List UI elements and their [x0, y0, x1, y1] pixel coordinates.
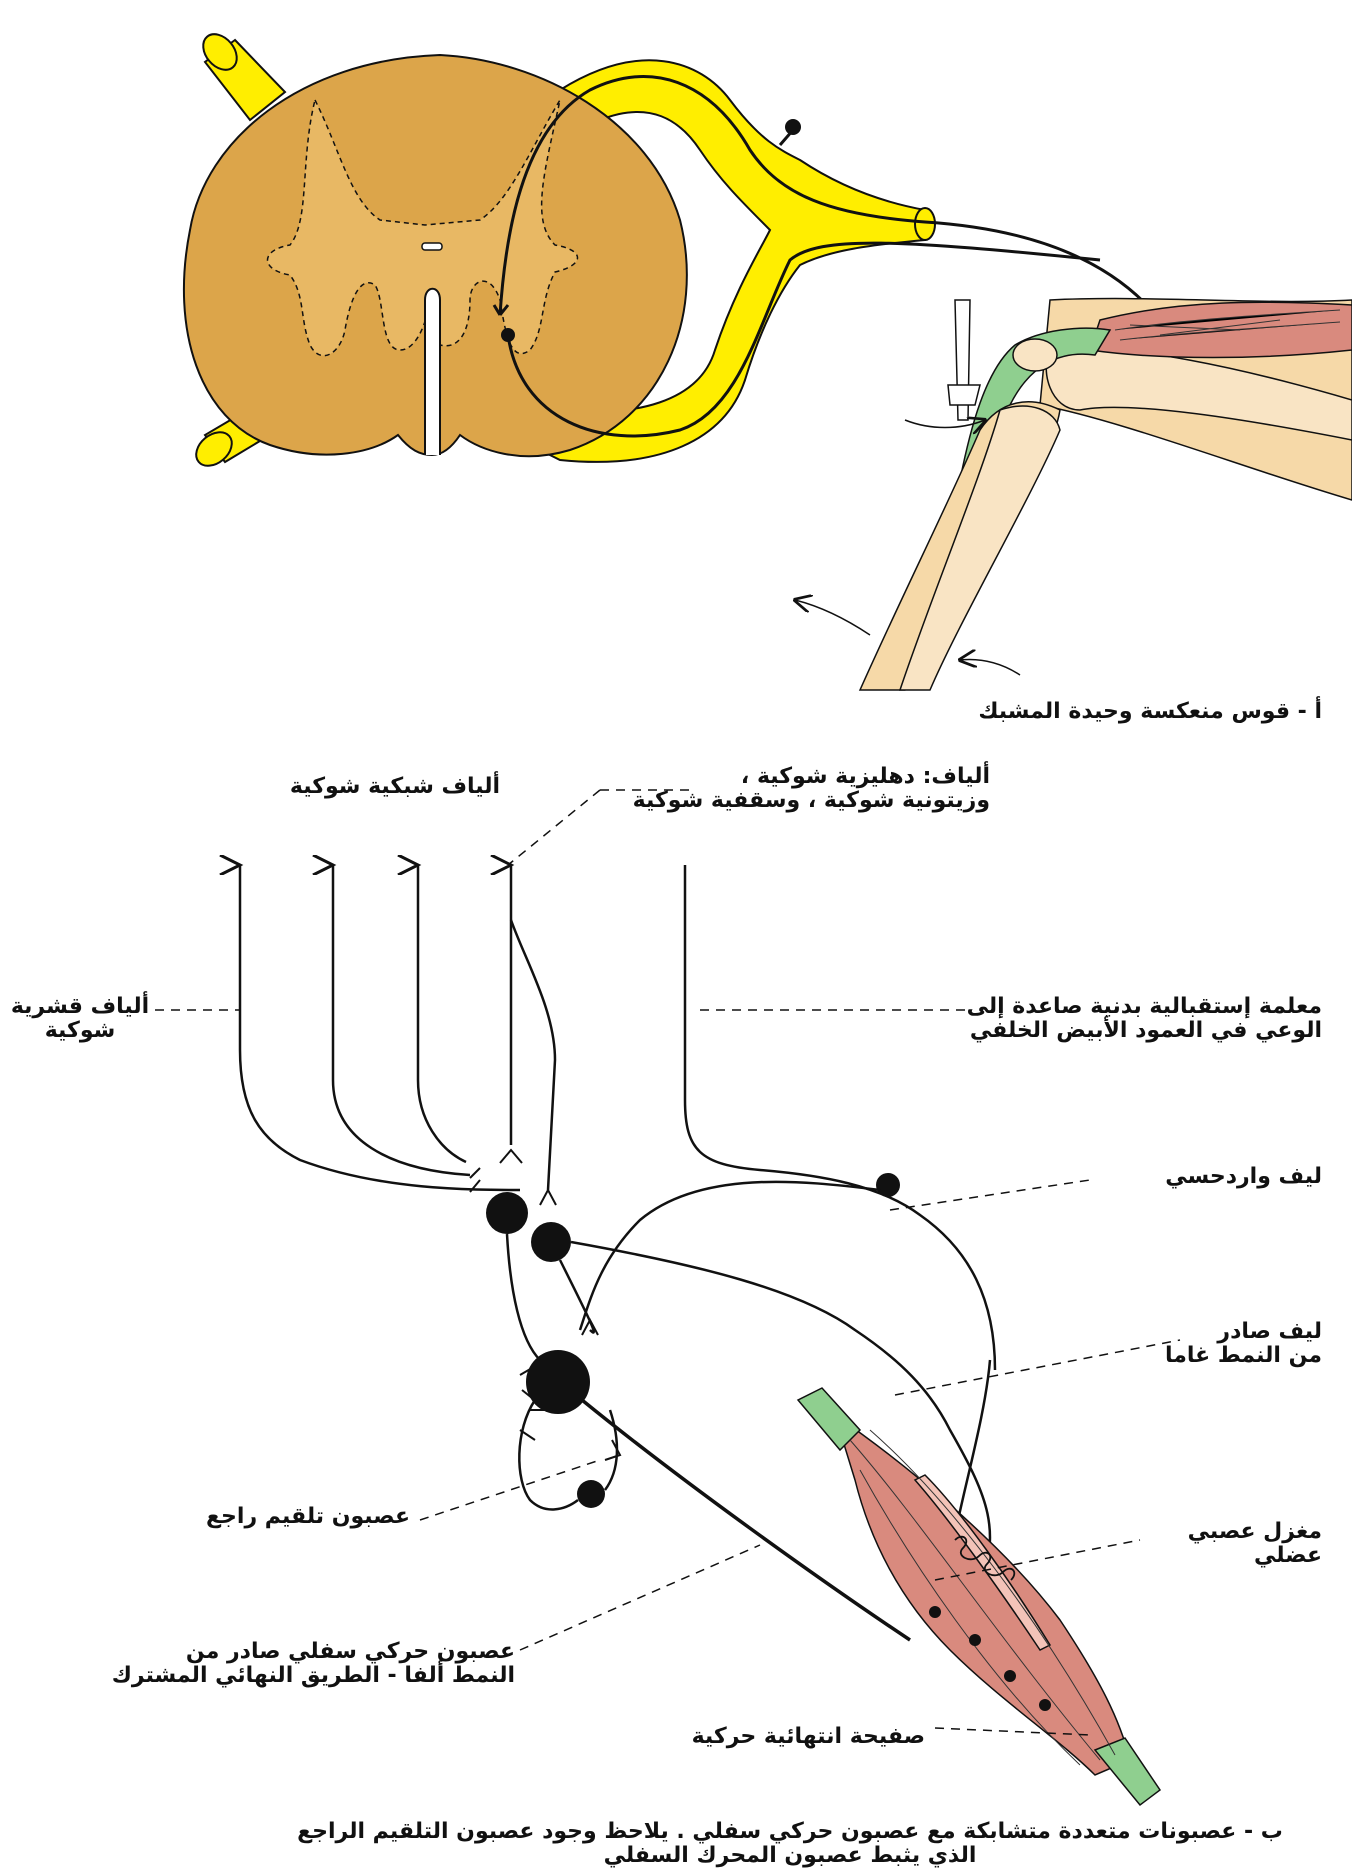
annulospiral-ending — [954, 1535, 1016, 1581]
label-gamma-efferent-line2: من النمط غاما — [1165, 1343, 1322, 1368]
label-motor-endplate: صفيحة انتهائية حركية — [691, 1724, 925, 1749]
label-proprioceptive: معلمة إستقبالية بدنية صاعدة إلى الوعي في… — [942, 995, 1322, 1043]
gamma-efferent — [558, 1259, 595, 1334]
descending-fibers — [240, 865, 997, 1371]
caption-b: ب - عصبونات متعددة متشابكة مع عصبون حركي… — [240, 1820, 1340, 1868]
patella — [1012, 338, 1058, 372]
sensory-ganglion-cell — [785, 119, 801, 135]
label-proprioceptive-line2: الوعي في العمود الأبيض الخلفي — [969, 1018, 1322, 1043]
muscle-spindle — [913, 1474, 1052, 1651]
label-reticulospinal: ألياف شبكية شوكية — [289, 774, 501, 799]
label-gamma-efferent-line1: ليف صادر — [1217, 1319, 1322, 1344]
muscle-belly — [833, 1413, 1131, 1776]
label-vestibulospinal-line1: ألياف: دهليزية شوكية ، — [740, 764, 990, 789]
afferent-ganglion — [876, 1173, 900, 1197]
kick-arrow-2 — [960, 660, 1021, 676]
motor-fiber — [506, 241, 1101, 438]
gray-matter — [267, 97, 578, 357]
renshaw-axon — [603, 1409, 619, 1491]
afferent-loop — [578, 1180, 881, 1331]
reticulospinal-fiber-2 — [418, 865, 467, 1164]
motor-endplates — [929, 1606, 1051, 1711]
muscle — [796, 1387, 1162, 1807]
kick-arrow-1 — [795, 600, 871, 636]
caption-b-line2: الذي يثبط عصبون المحرك السفلي — [603, 1843, 977, 1868]
figure-b — [155, 789, 1181, 1807]
label-muscle-spindle-line2: عضلي — [1254, 1543, 1322, 1568]
tibia — [898, 405, 1061, 691]
interneuron-2-axon — [570, 1240, 992, 1591]
spinal-cord — [183, 53, 688, 458]
label-corticospinal-line1: ألياف قشرية — [10, 994, 150, 1019]
label-corticospinal: ألياف قشرية شوكية — [10, 995, 150, 1043]
alpha-motor-neuron — [526, 1350, 590, 1414]
label-vestibulospinal-line2: وزيتونية شوكية ، وسقفية شوكية — [632, 788, 990, 813]
interneuron-1 — [486, 1192, 528, 1234]
reticulospinal-fiber — [333, 865, 471, 1177]
reflex-hammer — [947, 299, 981, 421]
central-canal — [421, 242, 443, 251]
label-alpha-motor-line2: النمط ألفا - الطريق النهائي المشترك — [111, 1663, 515, 1688]
label-afferent-fiber: ليف واردحسي — [1165, 1164, 1322, 1189]
renshaw-cell — [577, 1480, 605, 1508]
tendon-bottom — [1093, 1737, 1162, 1807]
label-corticospinal-line2: شوكية — [44, 1018, 116, 1043]
proprioceptive-fiber — [683, 865, 997, 1371]
leader-lines — [155, 789, 1181, 1736]
sensory-fiber — [498, 75, 1162, 321]
anterior-median-fissure — [424, 287, 441, 455]
tap-arrow — [904, 420, 985, 428]
label-vestibulospinal: ألياف: دهليزية شوكية ، وزيتونية شوكية ، … — [632, 764, 990, 813]
label-renshaw: عصبون تلقيم راجع — [206, 1504, 410, 1529]
renshaw-loop — [518, 1399, 579, 1511]
alpha-motor-axon — [580, 1398, 911, 1642]
caption-a: أ - قوس منعكسة وحيدة المشبك — [978, 699, 1322, 724]
tectospinal-branch — [509, 919, 557, 1191]
label-proprioceptive-line1: معلمة إستقبالية بدنية صاعدة إلى — [966, 994, 1322, 1019]
label-muscle-spindle: مغزل عصبي عضلي — [1142, 1520, 1322, 1568]
corticospinal-fiber — [240, 865, 521, 1192]
interneuron-axon — [505, 1233, 541, 1361]
interneuron-2 — [531, 1222, 571, 1262]
label-alpha-motor-line1: عصبون حركي سفلي صادر من — [185, 1639, 515, 1664]
knee-joint — [858, 297, 1352, 691]
caption-b-line1: ب - عصبونات متعددة متشابكة مع عصبون حركي… — [297, 1819, 1283, 1844]
label-muscle-spindle-line1: مغزل عصبي — [1187, 1519, 1322, 1544]
figure-a — [183, 33, 1352, 691]
motor-neuron-cell — [501, 328, 515, 342]
label-gamma-efferent: ليف صادر من النمط غاما — [1102, 1320, 1322, 1368]
tendon-top — [796, 1387, 862, 1452]
label-alpha-motor: عصبون حركي سفلي صادر من النمط ألفا - الط… — [111, 1639, 515, 1688]
